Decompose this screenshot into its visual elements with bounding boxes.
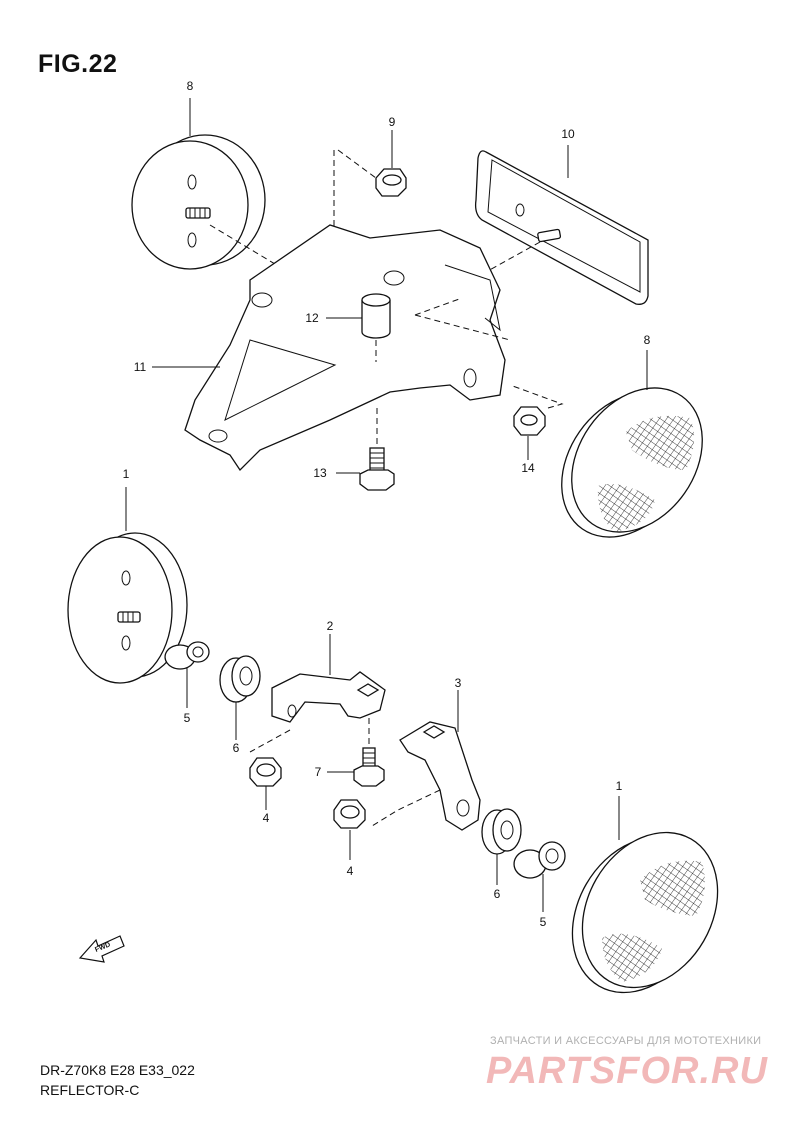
reflector-right-upper (561, 387, 703, 538)
callout-7: 7 (315, 765, 322, 779)
callout-4: 4 (347, 864, 354, 878)
callout-2: 2 (327, 619, 334, 633)
callout-1: 1 (616, 779, 623, 793)
callout-8: 8 (644, 333, 651, 347)
callout-3: 3 (455, 676, 462, 690)
watermark-tagline: ЗАПЧАСТИ И АКСЕССУАРЫ ДЛЯ МОТОТЕХНИКИ (490, 1035, 762, 1047)
callout-5: 5 (184, 711, 191, 725)
callout-13: 13 (313, 466, 327, 480)
model-code: DR-Z70K8 E28 E33_022 (40, 1062, 195, 1078)
reflector-right-lower (571, 831, 719, 994)
callout-9: 9 (389, 115, 396, 129)
nut-4-right (333, 799, 366, 829)
bracket-11 (184, 224, 511, 472)
reflector-left-upper (131, 134, 266, 270)
nut-9 (375, 168, 407, 197)
callout-1: 1 (123, 467, 130, 481)
section-name: REFLECTOR-C (40, 1082, 140, 1098)
callout-4: 4 (263, 811, 270, 825)
reflector-rectangular (474, 150, 649, 305)
callout-12: 12 (305, 311, 319, 325)
watermark-logo: PARTSFOR.RU (486, 1050, 768, 1092)
callout-8: 8 (187, 79, 194, 93)
forward-arrow-icon: FWD (78, 935, 125, 963)
callout-5: 5 (540, 915, 547, 929)
figure-title: FIG.22 (38, 50, 118, 78)
reflector-left-lower (67, 532, 188, 684)
bolt-7 (353, 747, 385, 787)
collar-5-left (164, 641, 210, 670)
bracket-2 (271, 671, 386, 723)
grommet-6-right (481, 808, 522, 855)
grommet-6-left (219, 655, 261, 703)
callout-10: 10 (561, 127, 575, 141)
collar-12 (361, 293, 391, 339)
bolt-13 (359, 447, 395, 491)
callout-14: 14 (521, 461, 535, 475)
callout-11: 11 (134, 360, 147, 374)
callout-6: 6 (233, 741, 240, 755)
bracket-3 (399, 721, 481, 831)
nut-4-left (249, 757, 282, 787)
collar-5-right (513, 841, 566, 879)
nut-14 (513, 406, 546, 436)
callout-6: 6 (494, 887, 501, 901)
